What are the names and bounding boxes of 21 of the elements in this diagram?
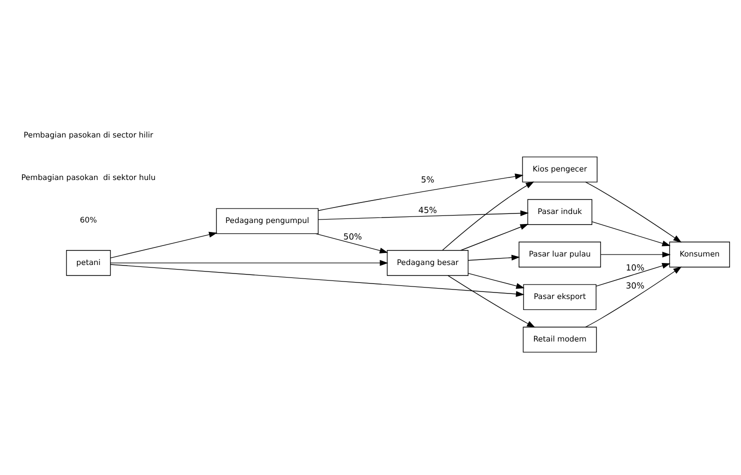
arrow bbox=[315, 233, 388, 254]
arrow bbox=[110, 232, 218, 258]
edge-label: 10% bbox=[626, 262, 644, 272]
arrow bbox=[585, 266, 682, 328]
arrow bbox=[585, 182, 682, 243]
arrow bbox=[442, 182, 534, 251]
edge-label: 30% bbox=[626, 280, 644, 290]
arrow bbox=[596, 262, 670, 287]
arrow bbox=[600, 252, 671, 258]
edge-label: 50% bbox=[343, 232, 362, 242]
arrow bbox=[468, 254, 520, 261]
arrow bbox=[460, 224, 529, 251]
arrow bbox=[318, 174, 524, 211]
arrow bbox=[318, 210, 529, 220]
arrow bbox=[592, 221, 671, 246]
edge-label: 5% bbox=[421, 174, 434, 184]
arrow bbox=[468, 273, 525, 289]
arrow bbox=[110, 260, 388, 266]
edge-label: 45% bbox=[418, 205, 437, 216]
arrow bbox=[110, 264, 524, 297]
arrow bbox=[448, 275, 536, 328]
